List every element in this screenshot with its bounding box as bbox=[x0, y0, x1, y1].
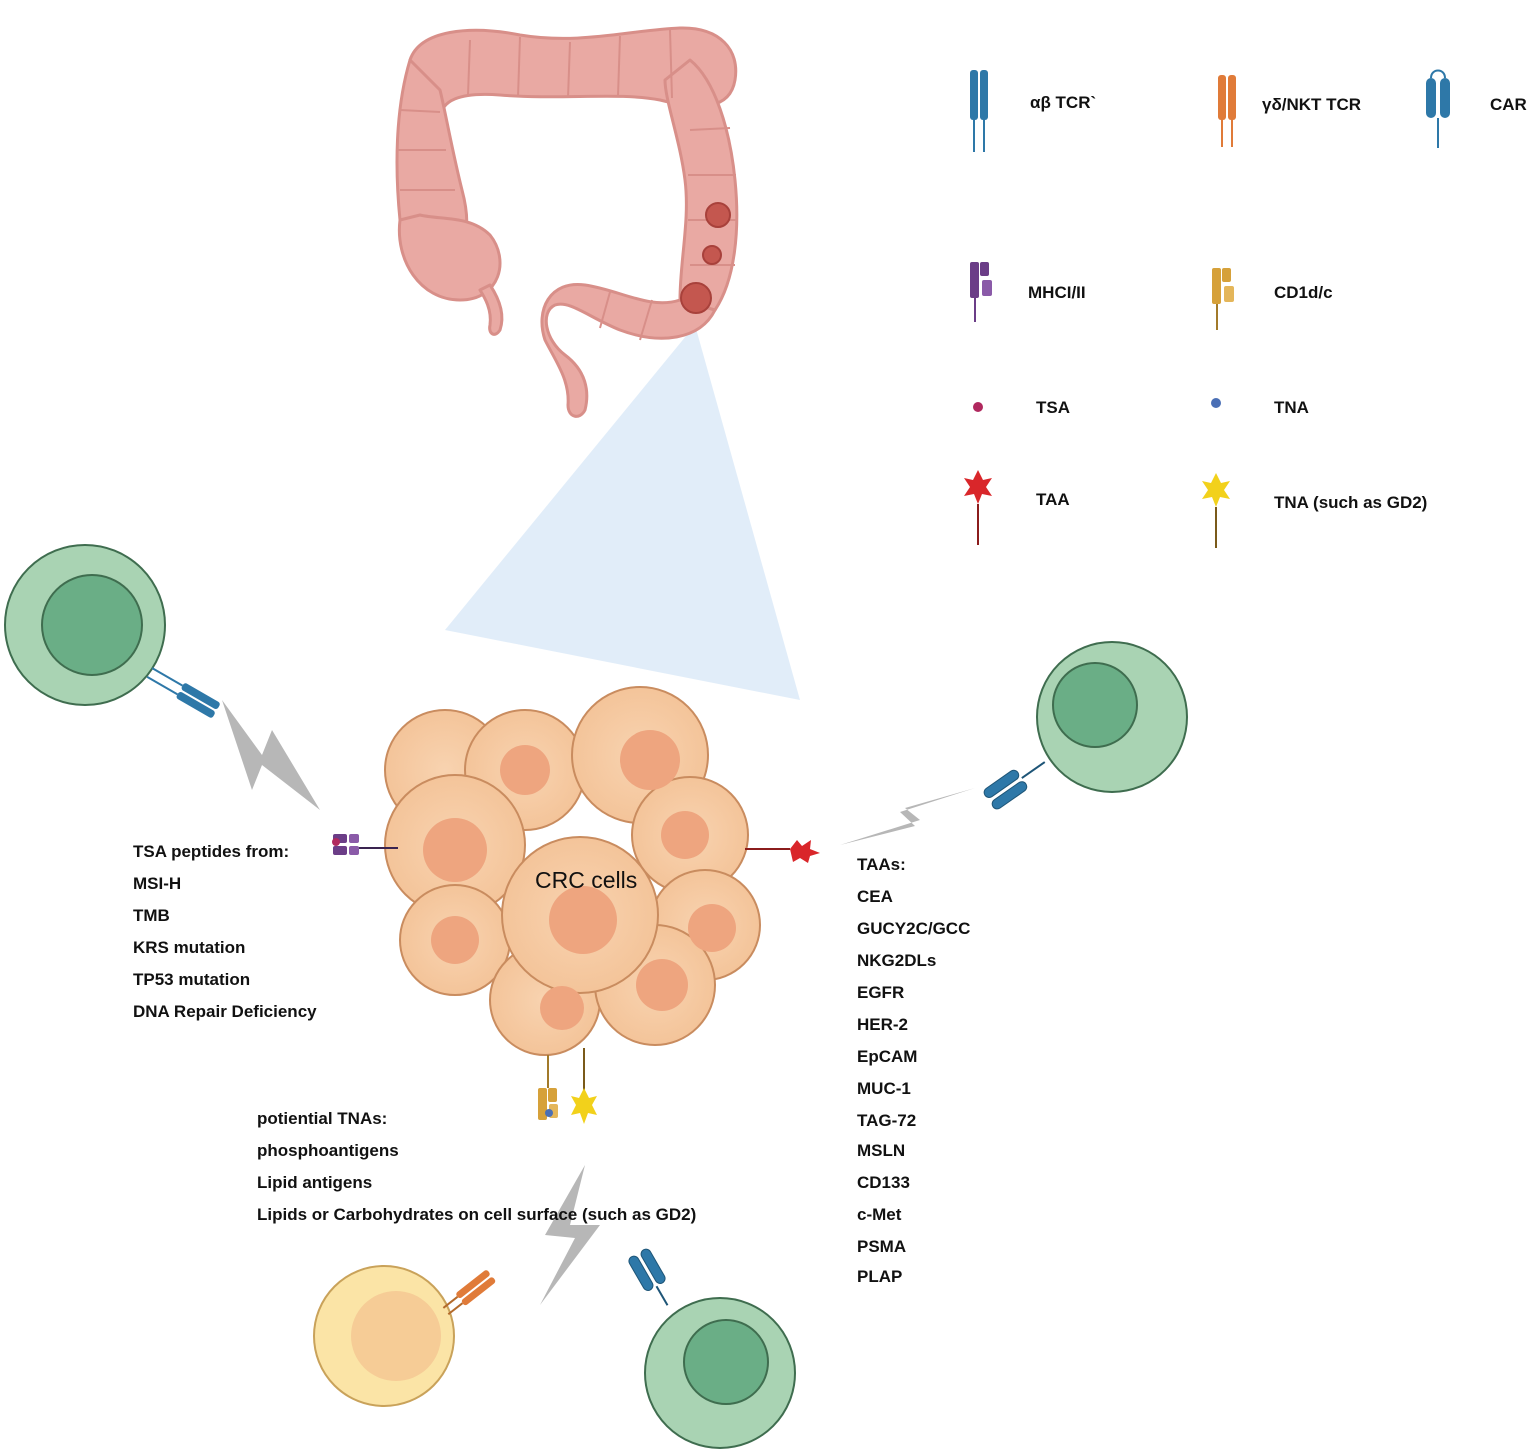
lightning-bolt-bottom bbox=[540, 1165, 600, 1305]
legend-mhc-label: MHCI/II bbox=[1028, 283, 1086, 302]
taa-item: CD133 bbox=[857, 1173, 910, 1192]
car-legend-icon bbox=[1426, 69, 1450, 148]
ab-tcr-legend-icon bbox=[970, 70, 988, 152]
tsa-item: TMB bbox=[133, 906, 170, 925]
crc-cell-cluster bbox=[384, 686, 761, 1056]
taa-item: c-Met bbox=[857, 1205, 902, 1224]
tna-item: phosphoantigens bbox=[257, 1141, 399, 1160]
taa-item: EpCAM bbox=[857, 1047, 917, 1066]
tsa-item: MSI-H bbox=[133, 874, 181, 893]
lightning-bolt-upper-left bbox=[222, 700, 320, 810]
taa-item: MSLN bbox=[857, 1141, 905, 1160]
mhc-on-tumor bbox=[332, 834, 398, 855]
taa-item: TAG-72 bbox=[857, 1111, 916, 1130]
tsa-item: TP53 mutation bbox=[133, 970, 250, 989]
tna-text-block: potiential TNAs: phosphoantigens Lipid a… bbox=[257, 1109, 696, 1224]
gd-tcr-legend-icon bbox=[1218, 75, 1236, 147]
tna-block-title: potiential TNAs: bbox=[257, 1109, 387, 1128]
legend-tna-gd2-label: TNA (such as GD2) bbox=[1274, 493, 1427, 512]
taa-item: HER-2 bbox=[857, 1015, 908, 1034]
taa-item: PSMA bbox=[857, 1237, 906, 1256]
tsa-item: DNA Repair Deficiency bbox=[133, 1002, 317, 1021]
legend-taa-label: TAA bbox=[1036, 490, 1070, 509]
crc-cells-label: CRC cells bbox=[535, 867, 637, 893]
taa-item: EGFR bbox=[857, 983, 904, 1002]
legend-cd1-label: CD1d/c bbox=[1274, 283, 1333, 302]
tna-item: Lipids or Carbohydrates on cell surface … bbox=[257, 1205, 696, 1224]
tsa-legend-icon bbox=[973, 402, 983, 412]
taa-block-title: TAAs: bbox=[857, 855, 906, 874]
car-t-cell-bottom bbox=[628, 1248, 796, 1449]
taa-item: CEA bbox=[857, 887, 893, 906]
taa-item: MUC-1 bbox=[857, 1079, 911, 1098]
gd2-on-tumor bbox=[571, 1048, 597, 1124]
taa-item: NKG2DLs bbox=[857, 951, 936, 970]
taa-on-tumor bbox=[745, 840, 820, 863]
gd2-legend-icon bbox=[1202, 473, 1230, 548]
legend-tsa-label: TSA bbox=[1036, 398, 1070, 417]
tsa-text-block: TSA peptides from: MSI-H TMB KRS mutatio… bbox=[133, 842, 317, 1021]
mhc-legend-icon bbox=[970, 262, 992, 322]
zoom-cone bbox=[445, 325, 800, 700]
taa-legend-icon bbox=[964, 470, 992, 545]
legend-ab-tcr-label: αβ TCR` bbox=[1030, 93, 1096, 112]
cd1-legend-icon bbox=[1212, 268, 1234, 330]
legend-gd-tcr-label: γδ/NKT TCR bbox=[1262, 95, 1361, 114]
lightning-bolt-right bbox=[840, 788, 975, 845]
tna-legend-icon bbox=[1211, 398, 1221, 408]
legend-car-label: CAR bbox=[1490, 95, 1527, 114]
taa-item: GUCY2C/GCC bbox=[857, 919, 970, 938]
colon-tumors bbox=[680, 202, 731, 314]
gd-t-cell-bottom bbox=[313, 1265, 496, 1407]
tna-item: Lipid antigens bbox=[257, 1173, 372, 1192]
taa-item: PLAP bbox=[857, 1267, 902, 1286]
ab-t-cell-upper-left bbox=[4, 544, 220, 718]
cd1-on-tumor bbox=[538, 1055, 558, 1120]
taa-text-block: TAAs: CEA GUCY2C/GCC NKG2DLs EGFR HER-2 … bbox=[857, 855, 970, 1286]
car-t-cell-right bbox=[983, 641, 1188, 810]
legend-tna-label: TNA bbox=[1274, 398, 1309, 417]
tsa-item: KRS mutation bbox=[133, 938, 245, 957]
tsa-block-title: TSA peptides from: bbox=[133, 842, 289, 861]
